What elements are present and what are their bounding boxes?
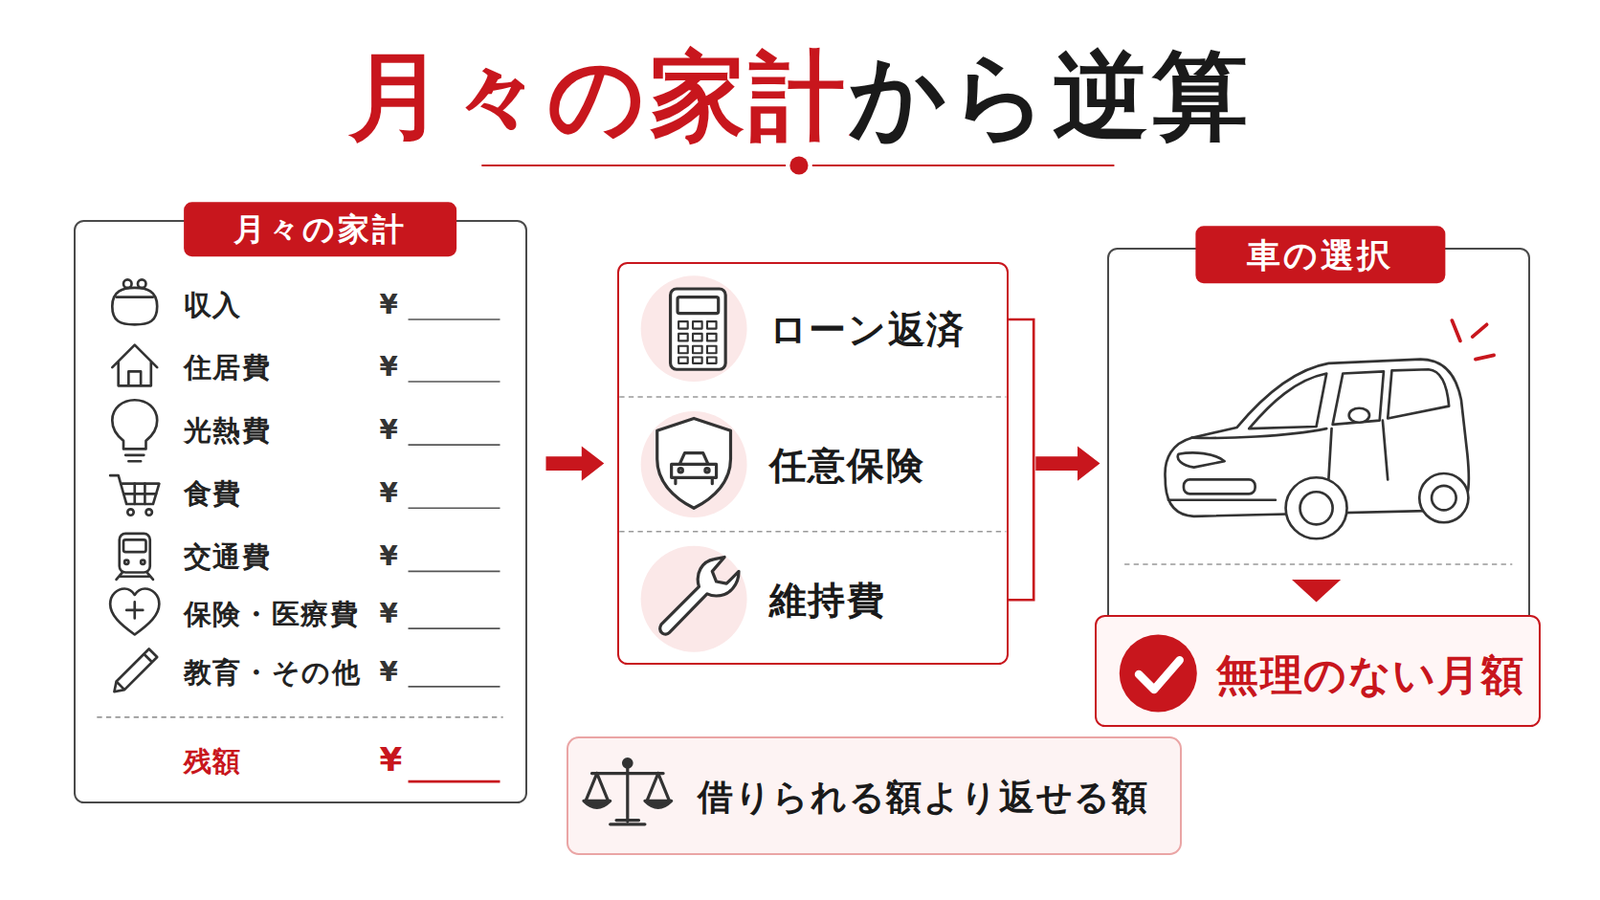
item-label: 教育・その他 [183, 658, 362, 687]
bracket-line [1008, 319, 1035, 600]
result-box: 無理のない月額 [1094, 615, 1541, 728]
item-label: 住居費 [183, 353, 272, 381]
tab-heading: 車の選択 [1195, 226, 1445, 285]
principle-box: 借りられる額より返せる額 [566, 736, 1182, 856]
title-heading: 月々の家計から逆算 [348, 42, 1252, 153]
currency-mark: ¥ [379, 543, 400, 571]
box-label: 任意保険 [769, 446, 925, 485]
car-panel: 車の選択 [1107, 247, 1532, 653]
item-label: 保険・医療費 [183, 600, 360, 628]
box-label: 維持費 [769, 581, 887, 620]
item-label: 収入 [183, 290, 243, 319]
budget-panel: 月々の家計収入¥住居費¥光熱費¥食費¥交通費¥保険・医療費¥教育・その他¥残額¥ [73, 220, 529, 804]
currency-mark: ¥ [379, 354, 400, 381]
currency-mark: ¥ [379, 659, 400, 687]
cost-box: ローン返済任意保険維持費 [617, 262, 1008, 666]
item-label: 光熱費 [183, 416, 272, 445]
box-label: ローン返済 [769, 311, 966, 350]
currency-mark: ¥ [379, 417, 400, 445]
currency-mark: ¥ [379, 480, 400, 508]
item-label: 食費 [183, 480, 243, 509]
tab-heading: 月々の家計 [183, 201, 458, 258]
currency-mark: ¥ [379, 743, 404, 777]
title-rule [481, 155, 1114, 175]
balance-label: 残額 [183, 748, 243, 777]
flow-arrow [1035, 446, 1100, 482]
currency-mark: ¥ [379, 291, 400, 319]
box-label: 無理のない月額 [1216, 654, 1525, 697]
flow-arrow [546, 446, 605, 482]
currency-mark: ¥ [379, 600, 400, 628]
item-label: 交通費 [183, 543, 272, 572]
box-label: 借りられる額より返せる額 [697, 779, 1149, 816]
title-wrap: 月々の家計から逆算 [0, 42, 1600, 153]
